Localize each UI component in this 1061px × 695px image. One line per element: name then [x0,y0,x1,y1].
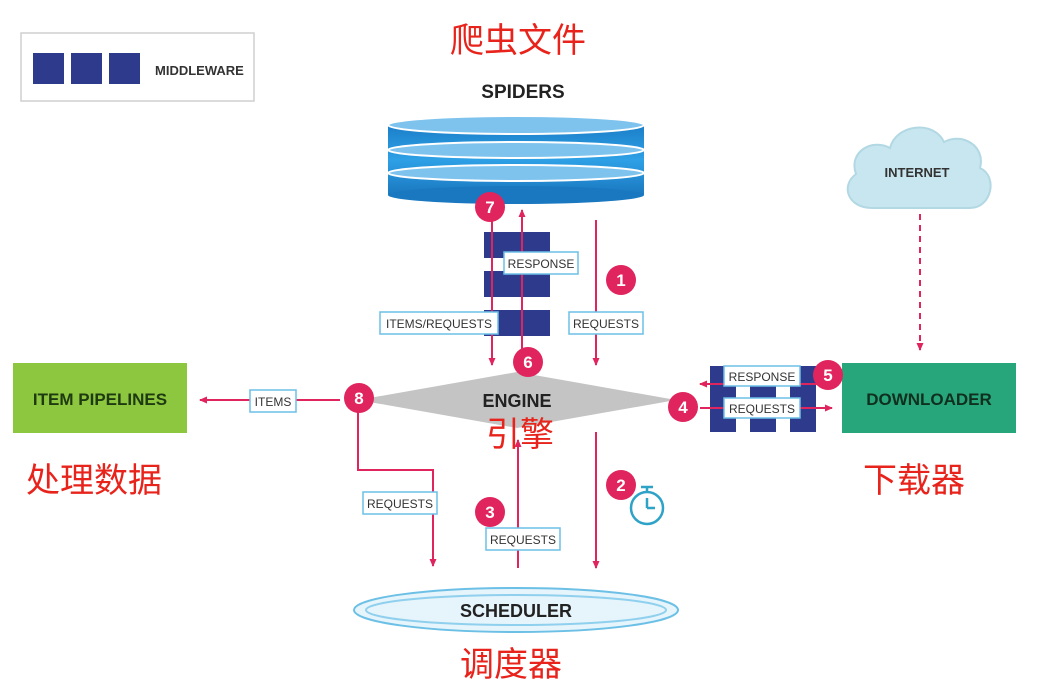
item-pipelines-box [13,363,187,433]
spiders-disk-low [387,164,645,182]
step-7-badge: 7 [475,192,505,222]
step-7-number: 7 [485,198,494,217]
scheduler-annotation-cn: 调度器 [460,645,562,685]
step-6-badge: 6 [513,347,543,377]
step-1-badge: 1 [606,265,636,295]
step-8-badge: 8 [344,383,374,413]
scheduler-ring-outer [353,587,679,633]
internet-label: INTERNET [885,165,950,180]
engine-shape [358,372,676,428]
spiders-disk-top [387,115,645,135]
cloud-shape [846,126,992,209]
item-pipelines-label: ITEM PIPELINES [33,390,167,409]
downloader-annotation-cn: 下载器 [863,461,965,501]
legend-label: MIDDLEWARE [155,63,244,78]
middleware-block [484,271,550,297]
scheduler-label: SCHEDULER [460,601,572,621]
label-box [379,311,499,335]
label-box [485,527,561,551]
step-4-number: 4 [678,398,688,417]
downloader-box [842,363,1016,433]
scheduler-component: SCHEDULER [353,587,679,633]
legend: MIDDLEWARE [20,32,255,102]
middleware-swatch [71,53,102,84]
step-4-badge: 4 [668,392,698,422]
requests-scheduler-left-label: REQUESTS [367,497,433,511]
step-3-badge: 3 [475,497,505,527]
label-box [568,311,644,335]
spiders-disk-mid [387,141,645,159]
item-pipelines-annotation-cn: 处理数据 [26,461,162,501]
requests-downloader-label: REQUESTS [729,402,795,416]
step-2-badge: 2 [606,470,636,500]
item-pipelines-component: ITEM PIPELINES [13,363,187,433]
step-3-number: 3 [485,503,494,522]
step-badges: 1 2 3 4 5 6 7 8 [344,192,843,527]
requests-right-label: REQUESTS [573,317,639,331]
spiders-body [388,125,644,195]
step-5-number: 5 [823,366,832,385]
spiders-component: SPIDERS [387,82,645,204]
downloader-label: DOWNLOADER [866,390,992,409]
items-label: ITEMS [255,395,292,409]
step-6-number: 6 [523,353,532,372]
middleware-swatch [33,53,64,84]
downloader-component: DOWNLOADER [842,363,1016,433]
internet-cloud: INTERNET [846,126,992,209]
engine-component: ENGINE [358,372,676,428]
middleware-swatch [109,53,140,84]
label-box [249,389,297,413]
step-5-badge: 5 [813,360,843,390]
arrow-step8-requests [357,408,437,567]
flow-labels: RESPONSE ITEMS/REQUESTS REQUESTS ITEMS R… [249,251,801,551]
label-box [723,365,801,387]
engine-annotation-cn: 引擎 [486,415,554,455]
label-box [723,397,801,419]
label-box [362,491,438,515]
label-box [503,251,579,275]
response-top-label: RESPONSE [508,257,575,271]
step-8-number: 8 [354,389,363,408]
items-requests-label: ITEMS/REQUESTS [386,317,492,331]
engine-label: ENGINE [482,391,551,411]
spiders-label: SPIDERS [481,82,564,103]
stopwatch-icon [629,485,665,526]
step-2-number: 2 [616,476,625,495]
requests-scheduler-up-label: REQUESTS [490,533,556,547]
scheduler-ring-inner [365,594,667,626]
spiders-annotation-cn: 爬虫文件 [450,21,586,61]
spiders-bottom [388,186,644,204]
response-downloader-label: RESPONSE [729,370,796,384]
step-1-number: 1 [616,271,625,290]
